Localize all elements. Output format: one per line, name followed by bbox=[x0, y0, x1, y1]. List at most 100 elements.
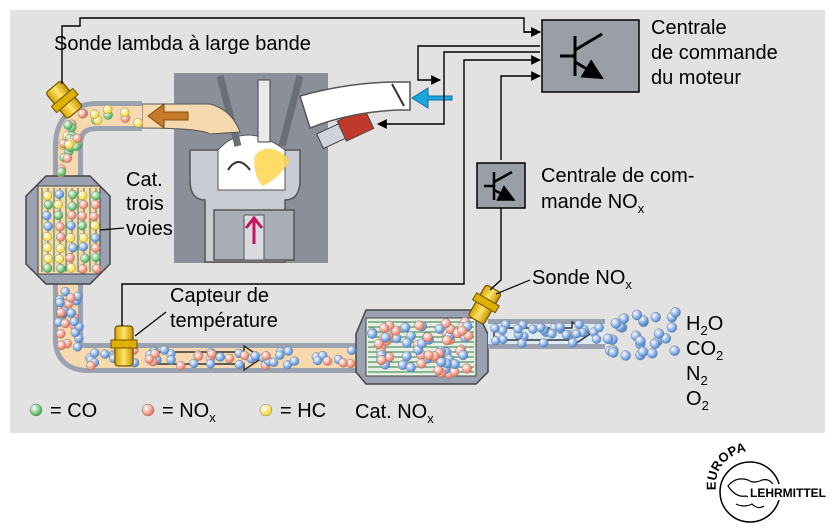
nox-catalyst-particle bbox=[367, 328, 378, 339]
ecu-label-line-2: de commande bbox=[651, 42, 778, 64]
exhaust-particle bbox=[69, 316, 80, 327]
output-gas-3: O2 bbox=[686, 388, 709, 413]
lambda-sensor bbox=[46, 80, 83, 119]
catalyst-particle bbox=[56, 232, 66, 242]
nox-catalyst-particle bbox=[376, 355, 387, 366]
catalyst-particle bbox=[67, 210, 77, 220]
catalyst-particle bbox=[91, 191, 101, 201]
exhaust-particle bbox=[193, 351, 204, 361]
exhaust-particle bbox=[86, 360, 96, 371]
clean-gas-particle bbox=[620, 350, 631, 361]
exhaust-particle bbox=[55, 297, 65, 308]
catalyst-particle bbox=[68, 243, 78, 253]
exhaust-particle bbox=[207, 349, 217, 359]
catalyst-particle bbox=[91, 252, 101, 263]
clean-gas-particle bbox=[561, 330, 572, 340]
exhaust-particle bbox=[56, 307, 66, 318]
clean-gas-particle bbox=[528, 324, 538, 334]
catalyst-particle bbox=[43, 253, 53, 264]
exhaust-particle bbox=[90, 348, 100, 358]
ecu-label-line-1: Centrale bbox=[651, 17, 727, 39]
clean-gas-particle bbox=[535, 322, 546, 333]
exhaust-particle bbox=[268, 357, 279, 367]
catalyst-particle bbox=[78, 241, 89, 252]
clean-gas-particle bbox=[649, 338, 661, 349]
raw-gas-particle bbox=[77, 109, 88, 119]
clean-gas-particle bbox=[513, 324, 523, 334]
nox-catalyst-particle bbox=[401, 337, 412, 348]
nox-catalyst-particle bbox=[458, 350, 469, 361]
catalyst-particle bbox=[90, 199, 101, 210]
temp-label-leader bbox=[134, 311, 167, 337]
nox-catalyst-particle bbox=[422, 332, 433, 343]
legend-label-0: = CO bbox=[50, 400, 97, 422]
clean-gas-particle bbox=[669, 345, 680, 356]
catalyst-particle bbox=[56, 263, 66, 274]
clean-gas-particle bbox=[594, 322, 604, 333]
catalyst-particle bbox=[67, 189, 78, 200]
exhaust-particle bbox=[56, 340, 67, 350]
temperature-sensor bbox=[110, 325, 138, 367]
exhaust-particle bbox=[250, 351, 260, 361]
exhaust-arrow bbox=[147, 103, 189, 129]
europa-lehrmittel-logo: EUROPA LEHRMITTEL bbox=[704, 439, 830, 523]
catalyst-particle bbox=[43, 200, 54, 210]
clean-gas-particle bbox=[635, 335, 646, 347]
legend-dot-2 bbox=[259, 403, 273, 417]
catalyst-particle bbox=[53, 199, 63, 210]
catalyst-particle bbox=[92, 263, 102, 274]
catalyst-particle bbox=[54, 189, 65, 199]
legend: = CO = NOx = HC bbox=[29, 400, 326, 425]
catalyst-particle bbox=[77, 211, 88, 221]
nox-catalyst-particle bbox=[461, 363, 472, 374]
cat-label-leader bbox=[99, 227, 125, 231]
catalyst-particle bbox=[80, 253, 90, 264]
exhaust-particle bbox=[144, 354, 155, 364]
catalyst-particle bbox=[67, 201, 78, 211]
nox-catalyst-particle bbox=[401, 351, 412, 362]
nox-ecu-label-line-2: mande NOx bbox=[541, 191, 645, 216]
output-gas-0: H2O bbox=[686, 313, 723, 338]
exhaust-particle bbox=[346, 345, 357, 355]
exhaust-particle bbox=[189, 358, 199, 369]
catalyst-particle bbox=[55, 222, 65, 232]
clean-gas-particle bbox=[650, 311, 661, 323]
nox-catalyst-particle bbox=[434, 323, 445, 334]
exhaust-particle bbox=[224, 353, 235, 364]
nox-catalyst-particle bbox=[379, 323, 390, 334]
clean-gas-particle bbox=[574, 319, 584, 330]
catalyst-particle bbox=[89, 211, 99, 222]
ecu-label: Centrale de commande du moteur bbox=[651, 17, 783, 89]
fuel-injector bbox=[257, 79, 271, 143]
clean-gas-particle bbox=[666, 322, 678, 333]
catalyst-particle bbox=[78, 199, 89, 210]
exhaust-particle bbox=[60, 286, 70, 297]
spark-plug bbox=[316, 107, 375, 150]
cat-label-line-3: voies bbox=[126, 218, 173, 240]
catalyst-particle bbox=[43, 221, 53, 231]
nox-catalyst-particle bbox=[441, 335, 452, 346]
nox-control-unit bbox=[476, 162, 526, 209]
nox-sensor-leader bbox=[495, 279, 531, 295]
exhaust-particle bbox=[234, 359, 245, 370]
exhaust-valve bbox=[216, 75, 242, 147]
exhaust-particle bbox=[215, 352, 225, 362]
exhaust-particle bbox=[60, 318, 71, 329]
legend-label-2: = HC bbox=[280, 400, 326, 422]
legend-label-1: = NOx bbox=[162, 400, 216, 425]
piston-up-arrow bbox=[244, 215, 264, 244]
nox-catalyst-particle bbox=[414, 320, 425, 331]
catalyst-particle bbox=[42, 242, 52, 253]
exhaust-particle bbox=[322, 356, 333, 366]
exhaust-particle bbox=[100, 349, 110, 359]
raw-gas-particle bbox=[63, 120, 73, 130]
catalyst-particle bbox=[42, 191, 53, 201]
engine-control-unit bbox=[541, 19, 640, 93]
clean-gas-particle bbox=[571, 329, 582, 339]
catalyst-particle bbox=[77, 220, 87, 231]
nox-catalyst-particle bbox=[373, 338, 384, 349]
nox-catalyst-particle bbox=[405, 362, 416, 373]
catalyst-particle bbox=[77, 190, 88, 201]
catalyst-particle bbox=[53, 210, 64, 221]
